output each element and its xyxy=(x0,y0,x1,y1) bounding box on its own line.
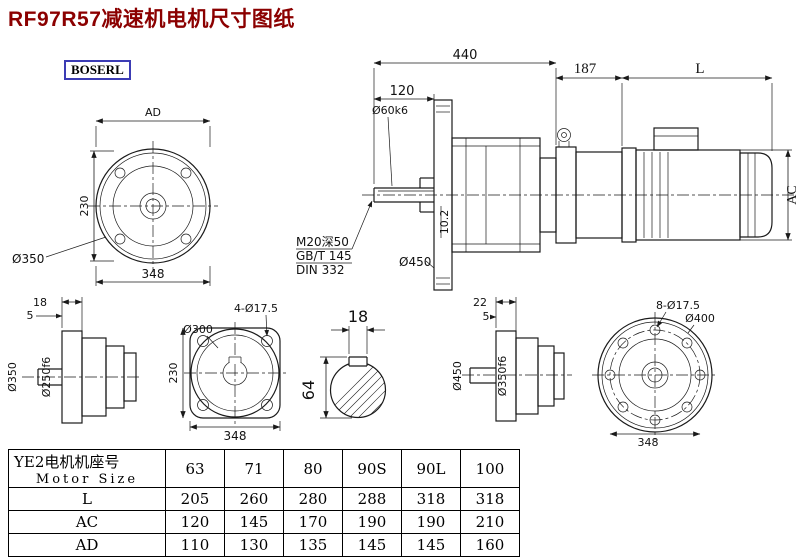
dim-L-label: L xyxy=(695,61,704,77)
table-row-L: L 205 260 280 288 318 318 xyxy=(8,487,520,511)
dim-d350-label: Ø350 xyxy=(6,362,19,392)
table-row-AD: AD 110 130 135 145 145 160 xyxy=(8,533,520,557)
table-cell: 205 xyxy=(165,487,225,511)
dim-230-label: 230 xyxy=(167,363,180,384)
page-title: RF97R57减速机电机尺寸图纸 xyxy=(8,8,295,31)
dim-shaft-label: Ø60k6 xyxy=(372,104,408,117)
dim-348-label: 348 xyxy=(142,267,165,281)
dim-d400-label: Ø400 xyxy=(685,312,715,325)
table-cell: 145 xyxy=(401,533,461,557)
note-din-label: DIN 332 xyxy=(296,263,344,277)
note-gbt-label: GB/T 145 xyxy=(296,249,352,263)
dim-holes-label: 8-Ø17.5 xyxy=(656,299,700,312)
header-line-cn: YE2电机机座号 xyxy=(14,452,120,471)
dim-5-label: 5 xyxy=(483,310,490,323)
size-col-63: 63 xyxy=(165,449,225,488)
dim-230-label: 230 xyxy=(78,196,91,217)
dim-348-label: 348 xyxy=(224,429,247,443)
dim-18-label: 18 xyxy=(348,307,368,326)
size-col-90s: 90S xyxy=(342,449,402,488)
table-cell: 145 xyxy=(224,510,284,534)
note-m20-label: M20深50 xyxy=(296,235,349,249)
size-col-100: 100 xyxy=(460,449,520,488)
dim-18-label: 18 xyxy=(33,296,47,309)
table-cell: 160 xyxy=(460,533,520,557)
motor-size-table: YE2电机机座号 Motor Size 63 71 80 90S 90L 100… xyxy=(8,449,520,557)
table-cell: 110 xyxy=(165,533,225,557)
side-view-right: 22 5 Ø450 Ø350f6 xyxy=(451,296,572,422)
header-line-en: Motor Size xyxy=(35,471,139,487)
table-cell: 145 xyxy=(342,533,402,557)
dim-ad-label: AD xyxy=(145,106,161,119)
table-cell: 280 xyxy=(283,487,343,511)
dim-440-label: 440 xyxy=(453,48,478,63)
table-cell: 210 xyxy=(460,510,520,534)
table-cell: 120 xyxy=(165,510,225,534)
dim-AC-label: AC xyxy=(785,185,800,204)
dim-64-label: 64 xyxy=(299,380,318,400)
dim-d450-label: Ø450 xyxy=(399,255,431,269)
eyebolt xyxy=(557,128,571,147)
dim-d350-label: Ø350f6 xyxy=(496,356,509,397)
terminal-box xyxy=(653,127,699,151)
shaft-section-view: 18 64 xyxy=(299,307,387,419)
row-label: AD xyxy=(8,533,166,557)
size-col-80: 80 xyxy=(283,449,343,488)
brand-logo: BOSERL xyxy=(64,60,131,80)
table-cell: 288 xyxy=(342,487,402,511)
dim-187-label: 187 xyxy=(574,61,597,77)
flange-view-right: 8-Ø17.5 Ø400 348 xyxy=(592,299,718,449)
table-cell: 190 xyxy=(342,510,402,534)
table-header-row: YE2电机机座号 Motor Size 63 71 80 90S 90L 100 xyxy=(8,449,520,488)
table-cell: 318 xyxy=(401,487,461,511)
dim-22-label: 22 xyxy=(473,296,487,309)
table-cell: 318 xyxy=(460,487,520,511)
table-cell: 260 xyxy=(224,487,284,511)
size-col-90l: 90L xyxy=(401,449,461,488)
size-col-71: 71 xyxy=(224,449,284,488)
front-view-top: AD 230 Ø350 348 xyxy=(12,106,218,286)
fan-cover xyxy=(739,152,773,238)
main-side-view: 440 120 Ø60k6 187 L AC M20深50 GB/T 145 D… xyxy=(296,48,800,291)
table-cell: 170 xyxy=(283,510,343,534)
flange-view-left: 4-Ø17.5 Ø300 230 348 xyxy=(167,302,286,443)
table-row-AC: AC 120 145 170 190 190 210 xyxy=(8,510,520,534)
table-header-motor-size: YE2电机机座号 Motor Size xyxy=(8,449,166,488)
table-cell: 130 xyxy=(224,533,284,557)
dim-348-label: 348 xyxy=(638,436,659,449)
table-cell: 135 xyxy=(283,533,343,557)
dim-120-label: 120 xyxy=(390,84,415,99)
side-view-left: 18 5 Ø350 Ø250f6 xyxy=(6,296,142,424)
dim-5-label: 5 xyxy=(27,309,34,322)
gearbox-housing xyxy=(451,137,557,253)
output-shaft xyxy=(373,177,434,213)
dim-d350-label: Ø350 xyxy=(12,252,44,266)
table-cell: 190 xyxy=(401,510,461,534)
row-label: AC xyxy=(8,510,166,534)
technical-drawing: AD 230 Ø350 348 xyxy=(6,48,800,449)
row-label: L xyxy=(8,487,166,511)
dim-d450-label: Ø450 xyxy=(451,361,464,391)
dim-d250-label: Ø250f6 xyxy=(40,357,53,398)
dim-key-label: 10.2 xyxy=(438,210,451,235)
dim-d300-label: Ø300 xyxy=(183,323,213,336)
dim-holes-label: 4-Ø17.5 xyxy=(234,302,278,315)
motor xyxy=(621,127,773,243)
